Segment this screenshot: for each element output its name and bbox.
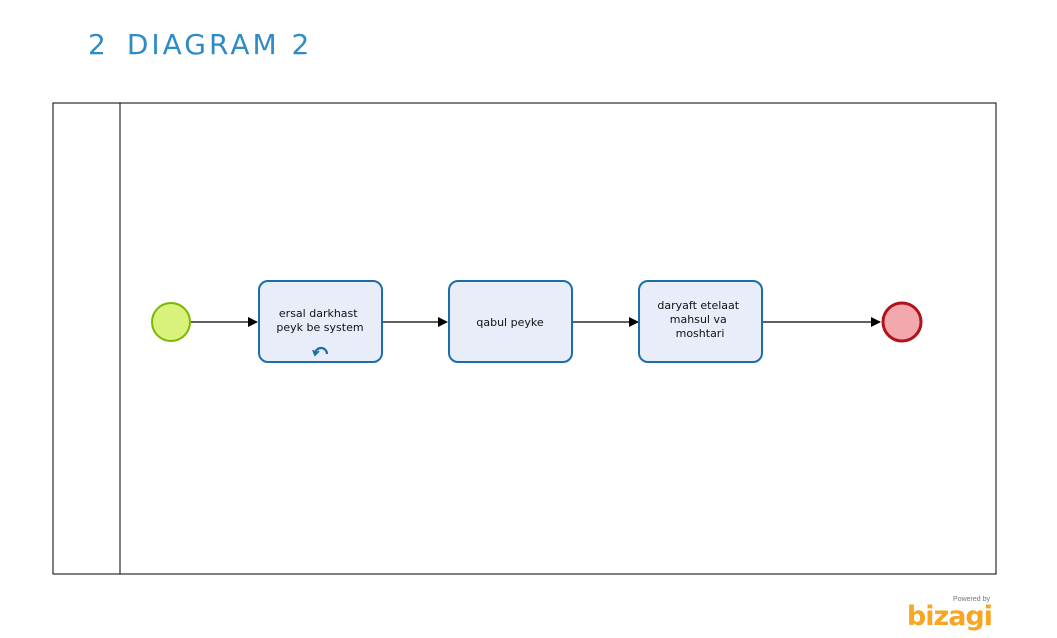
- task-box: [448, 280, 573, 363]
- task-label-line: daryaft etelaat: [657, 299, 739, 312]
- task-ersal-darkhast[interactable]: ersal darkhast peyk be system: [258, 280, 383, 363]
- start-event[interactable]: [151, 302, 191, 342]
- task-label: ersal darkhast peyk be system: [276, 307, 363, 334]
- task-label-line: peyk be system: [276, 321, 363, 334]
- powered-by-label: Powered by: [953, 596, 990, 603]
- task-daryaft-etelaat[interactable]: daryaft etelaat mahsul va moshtari: [638, 280, 763, 363]
- task-label-line: mahsul va: [670, 313, 727, 326]
- brand-wordmark: bizagi: [906, 601, 993, 632]
- end-event[interactable]: [881, 301, 923, 343]
- task-label: qabul peyke: [476, 316, 543, 329]
- task-label-line: qabul peyke: [476, 316, 543, 329]
- loop-marker-icon: [312, 346, 329, 357]
- bizagi-logo: Powered by bizagi: [907, 596, 993, 636]
- page-title: 2 DIAGRAM 2: [88, 28, 312, 61]
- task-box: [258, 280, 383, 363]
- diagram-title: DIAGRAM 2: [126, 28, 313, 61]
- task-label-line: moshtari: [676, 327, 725, 340]
- task-label-line: ersal darkhast: [279, 307, 358, 320]
- task-qabul-peyke[interactable]: qabul peyke: [448, 280, 573, 363]
- task-box: [638, 280, 763, 363]
- task-label: daryaft etelaat mahsul va moshtari: [657, 299, 742, 340]
- section-number: 2: [88, 28, 109, 61]
